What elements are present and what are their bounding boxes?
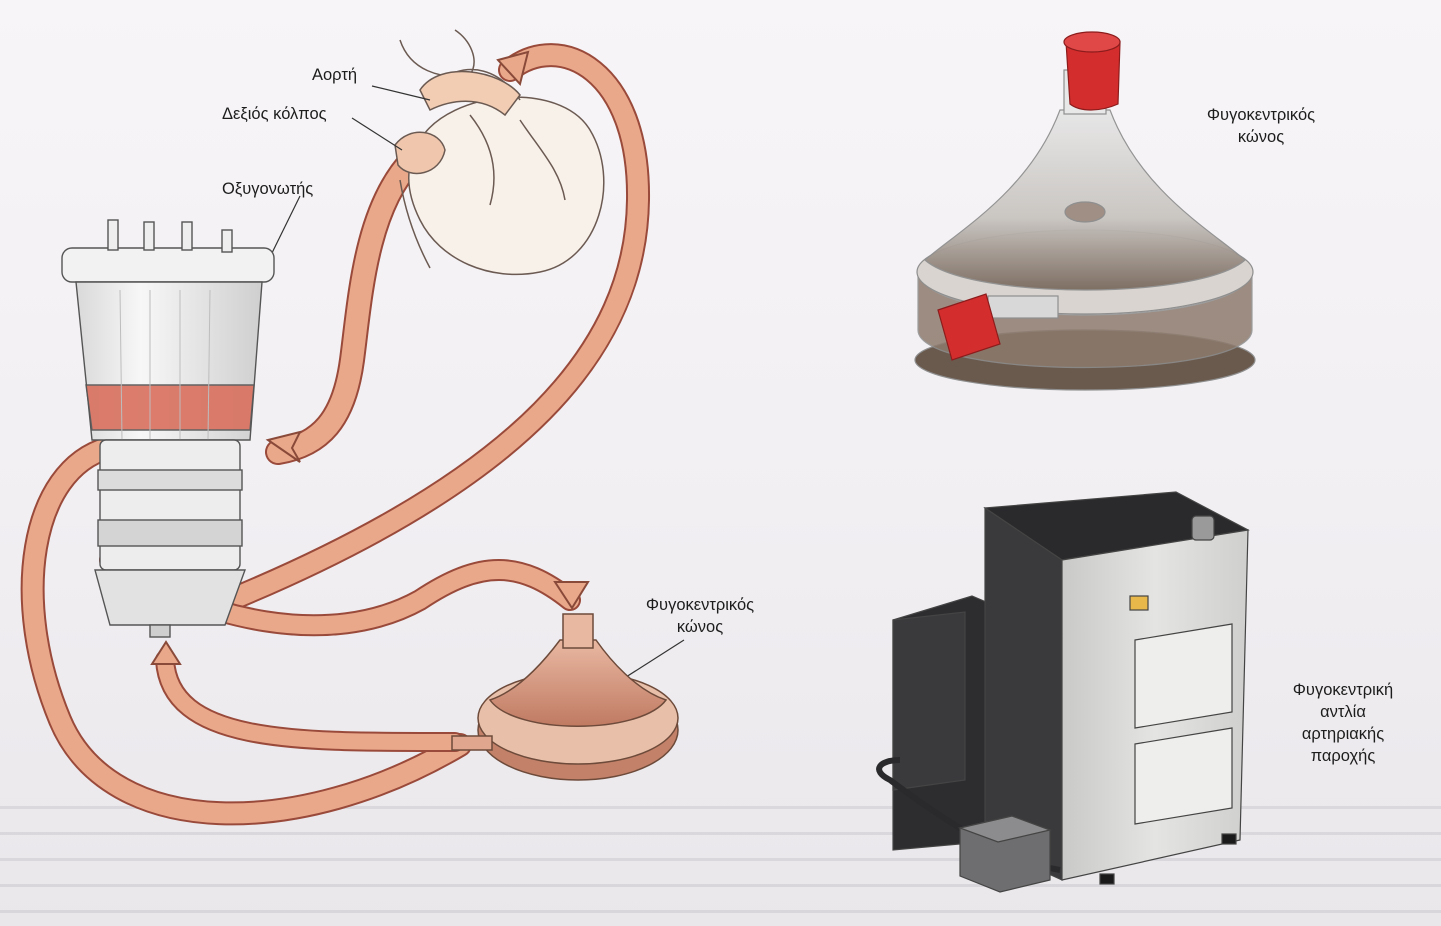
heart-body xyxy=(409,97,604,274)
oxygenator-stem xyxy=(150,625,170,637)
label-cone-photo: Φυγοκεντρικός κώνος xyxy=(1176,104,1346,148)
leader-right-atrium xyxy=(352,118,402,150)
oxygenator-base xyxy=(95,570,245,625)
oxygenator-heat-exchanger xyxy=(100,440,240,570)
pump-console-photo xyxy=(879,492,1248,892)
pump-foot-1 xyxy=(1100,874,1114,884)
arrow-up-to-oxygenator xyxy=(152,642,180,664)
pump-switch xyxy=(1130,596,1148,610)
label-pump-line1: Φυγοκεντρική xyxy=(1268,679,1418,701)
venous-line xyxy=(278,160,412,452)
pump-knob xyxy=(1192,516,1214,540)
oxygenator-band-2 xyxy=(98,520,242,546)
oxygenator-ports xyxy=(108,220,232,252)
cone-photo-top-cap-top xyxy=(1064,32,1120,52)
oxygenator-lid xyxy=(62,248,274,282)
label-pump-line4: παροχής xyxy=(1268,745,1418,767)
cone-return-edge xyxy=(165,660,455,742)
label-right-atrium: Δεξιός κόλπος xyxy=(222,103,327,125)
oxygenator-blood-level xyxy=(86,385,254,430)
cone-photo-side-port xyxy=(988,296,1058,318)
oxy-outlet-loop xyxy=(33,448,460,813)
label-pump-line2: αντλία xyxy=(1268,701,1418,723)
label-oxygenator: Οξυγονωτής xyxy=(222,178,313,200)
cone-photo-hub xyxy=(1065,202,1105,222)
pump-front-panel-1 xyxy=(1135,624,1232,728)
label-pump: Φυγοκεντρική αντλία αρτηριακής παροχής xyxy=(1268,679,1418,767)
pump-front-panel-2 xyxy=(1135,728,1232,824)
oxygenator-band-1 xyxy=(98,470,242,490)
oxygenator-illustration xyxy=(62,220,274,637)
cone-diagram-outlet xyxy=(452,736,492,750)
label-pump-line3: αρτηριακής xyxy=(1268,723,1418,745)
label-aorta: Αορτή xyxy=(312,64,357,86)
label-cone-diagram-line1: Φυγοκεντρικός xyxy=(620,594,780,616)
cone-diagram-illustration xyxy=(452,614,678,780)
pump-left-wing-face xyxy=(893,612,965,790)
label-cone-diagram-line2: κώνος xyxy=(620,616,780,638)
cone-diagram-neck xyxy=(563,614,593,648)
pump-foot-2 xyxy=(1222,834,1236,844)
cone-photo xyxy=(915,32,1255,390)
label-cone-diagram: Φυγοκεντρικός κώνος xyxy=(620,594,780,638)
label-cone-photo-line2: κώνος xyxy=(1176,126,1346,148)
label-cone-photo-line1: Φυγοκεντρικός xyxy=(1176,104,1346,126)
